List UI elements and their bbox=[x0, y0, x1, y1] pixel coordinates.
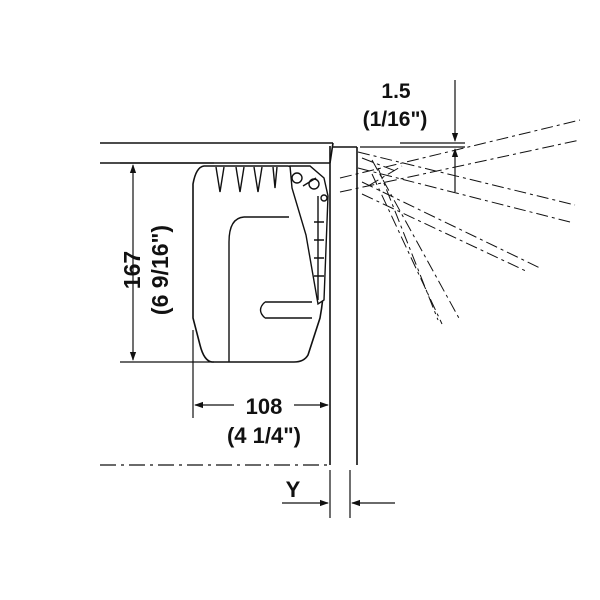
depth-dimension-metric: 108 bbox=[246, 394, 283, 419]
gap-dimension-metric: 1.5 bbox=[381, 80, 411, 103]
door-panel bbox=[333, 146, 358, 465]
offset-dimension-label: Y bbox=[286, 477, 301, 502]
mechanism-fins bbox=[215, 166, 278, 193]
height-dimension-imperial: (6 9/16") bbox=[147, 225, 173, 315]
cabinet-top-panel bbox=[100, 142, 334, 164]
height-dimension-metric: 167 bbox=[119, 251, 145, 289]
door-opening-arc bbox=[339, 119, 581, 325]
gap-dimension-imperial: (1/16") bbox=[363, 108, 428, 131]
hinge-arm bbox=[289, 165, 329, 306]
depth-dimension-imperial: (4 1/4") bbox=[227, 423, 301, 448]
height-dimension bbox=[120, 162, 214, 363]
mechanism-inner-contour bbox=[228, 216, 245, 362]
mechanism-slot bbox=[259, 301, 312, 319]
depth-dimension bbox=[192, 330, 329, 418]
offset-dimension bbox=[282, 470, 395, 518]
gap-dimension bbox=[360, 80, 465, 192]
